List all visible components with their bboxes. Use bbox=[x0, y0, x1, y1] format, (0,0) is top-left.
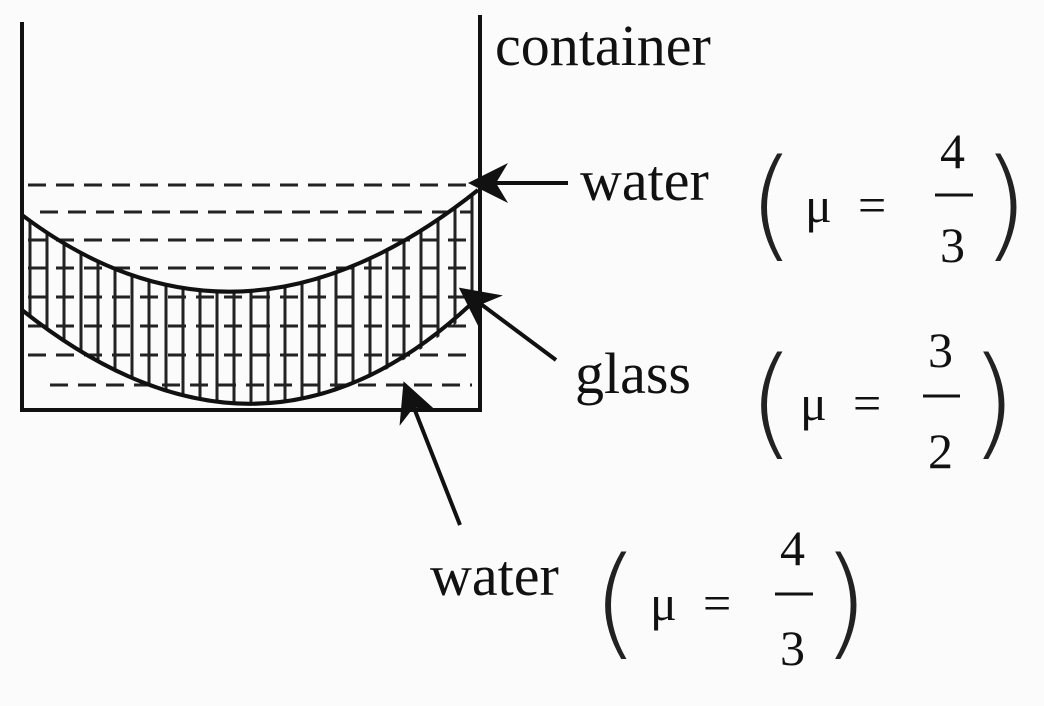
equals: = bbox=[853, 375, 881, 431]
container-walls bbox=[20, 15, 482, 412]
mu-water-top: ( μ = 4 3 ) bbox=[748, 123, 1029, 274]
glass-label: glass bbox=[575, 341, 691, 406]
water-bottom-arrow bbox=[399, 381, 462, 526]
mu-water-bottom: ( μ = 4 3 ) bbox=[592, 520, 869, 676]
glass-hatching bbox=[28, 190, 474, 404]
paren-open: ( bbox=[592, 533, 639, 672]
water-bottom-label: water bbox=[430, 543, 559, 608]
paren-open: ( bbox=[748, 333, 795, 472]
mu-symbol: μ bbox=[800, 375, 827, 431]
equals: = bbox=[858, 177, 886, 233]
paren-close: ) bbox=[822, 533, 869, 672]
paren-close: ) bbox=[970, 333, 1017, 472]
mu-symbol: μ bbox=[805, 177, 832, 233]
glass-lens-bottom bbox=[20, 303, 472, 406]
mu-glass: ( μ = 3 2 ) bbox=[748, 322, 1017, 479]
denominator: 3 bbox=[940, 217, 965, 273]
numerator: 4 bbox=[780, 520, 805, 576]
mu-symbol: μ bbox=[650, 575, 677, 631]
glass-lens-outline bbox=[20, 188, 480, 294]
paren-open: ( bbox=[748, 135, 795, 274]
container-label: container bbox=[495, 13, 711, 78]
numerator: 4 bbox=[940, 123, 965, 179]
numerator: 3 bbox=[928, 322, 953, 378]
denominator: 3 bbox=[780, 620, 805, 676]
equals: = bbox=[703, 575, 731, 631]
water-top-label: water bbox=[580, 148, 709, 213]
denominator: 2 bbox=[928, 423, 953, 479]
glass-arrow bbox=[458, 287, 558, 362]
paren-close: ) bbox=[982, 135, 1029, 274]
